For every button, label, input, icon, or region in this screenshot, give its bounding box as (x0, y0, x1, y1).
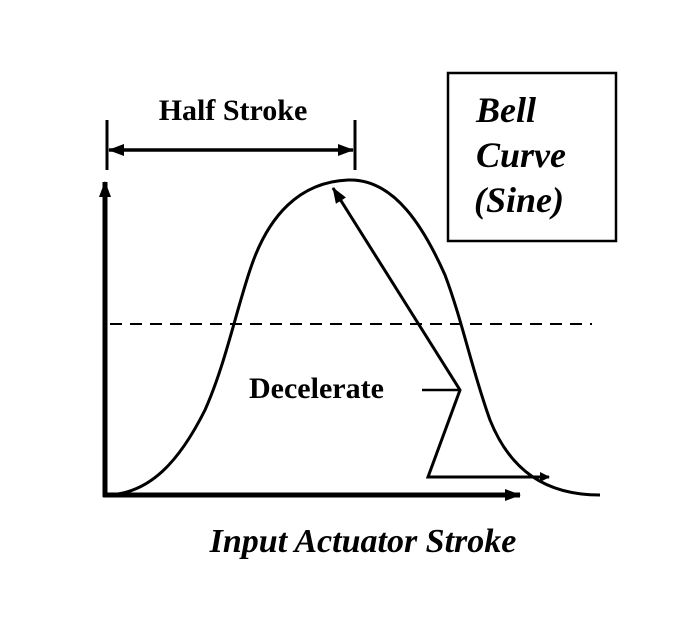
half-stroke-label: Half Stroke (159, 94, 308, 127)
x-axis-label: Input Actuator Stroke (209, 523, 517, 560)
legend-line-sine: (Sine) (474, 180, 564, 220)
bell-curve (104, 178, 601, 497)
decelerate-path (331, 187, 545, 479)
legend-box (446, 71, 618, 243)
decelerate-label: Decelerate (249, 372, 384, 405)
legend-line-bell: Bell (475, 90, 536, 130)
legend-line-curve: Curve (476, 135, 566, 175)
